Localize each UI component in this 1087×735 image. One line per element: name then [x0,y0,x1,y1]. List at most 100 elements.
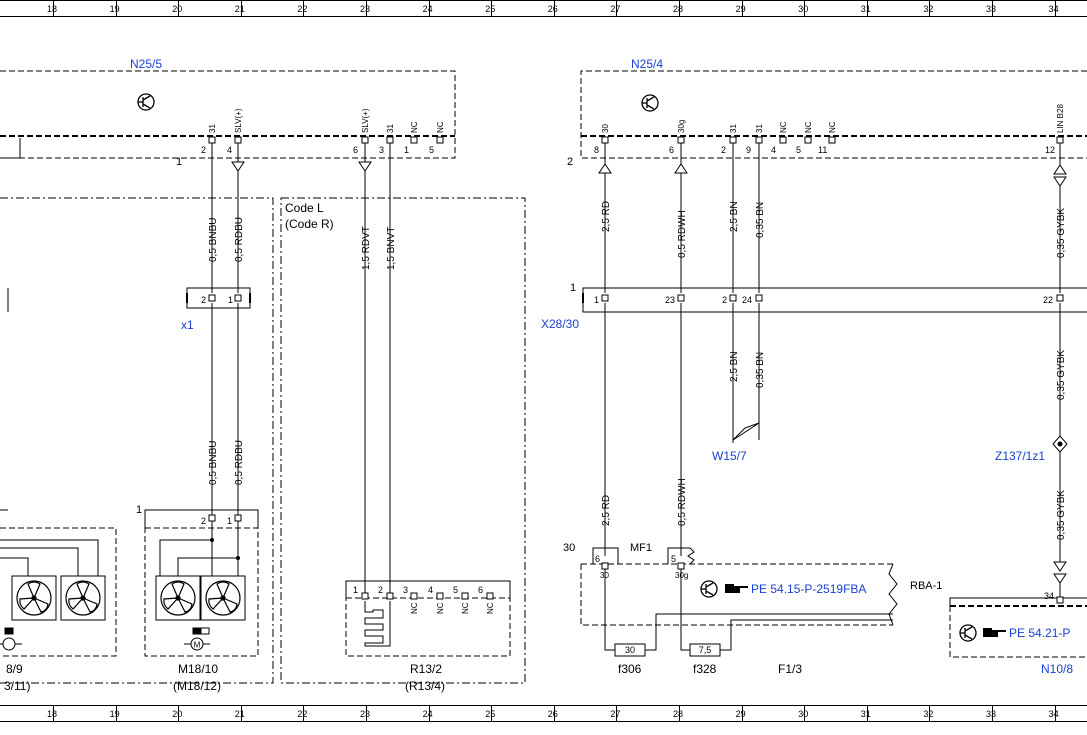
pin-label: LIN B28 [1056,104,1065,133]
ruler-column-label: 22 [297,4,307,14]
ruler-column-label: 31 [861,709,871,719]
z137-label: Z137/1z1 [995,449,1045,463]
ruler-column-label: 21 [235,4,245,14]
n25-5-pin-numbers: 2 4 6 3 1 5 [201,145,434,155]
rba1-label: RBA-1 [910,580,942,592]
pin-number: 6 [669,145,674,155]
pin-number: 5 [796,145,801,155]
pin-number: 23 [665,295,675,305]
wire-label: 0,5 RDBU [234,440,245,485]
wire-label: 1,5 RDVT [361,226,372,270]
pin-label: NC [436,602,445,614]
pin-label: SLV(+) [234,108,243,133]
ruler-column-label: 19 [110,709,120,719]
pin-label: 30g [675,571,688,580]
ruler-column-label: 18 [47,4,57,14]
w15-7-label: W15/7 [712,449,747,463]
motor-m18-9 [0,509,117,657]
f306-label: f306 [618,662,642,676]
ruler-column-label: 23 [360,4,370,14]
wire-label: 0,5 RDBU [234,217,245,262]
connector-x1 [7,287,251,312]
ruler-column-label: 26 [548,709,558,719]
ruler-column-label: 25 [485,4,495,14]
pin-number: 6 [353,145,358,155]
code-l-box [0,197,526,684]
fuse-rating: 7,5 [699,645,712,655]
n25-5-label: N25/5 [130,57,162,71]
f328-label: f328 [693,662,717,676]
ruler-column-label: 18 [47,709,57,719]
pin-number: 2 [722,295,727,305]
n25-4-label: N25/4 [631,57,663,71]
wire-label: 1,5 BNVT [386,227,397,270]
pin-number: 5 [429,145,434,155]
pin-number: 5 [453,585,458,595]
pin-number: 11 [818,145,827,155]
pin-label: NC [486,602,495,614]
motor-icon [0,627,22,651]
m18-10-label: M18/10 [178,662,218,676]
fuse-rating: 30 [625,645,635,655]
wire-label: 2,5 RD [601,495,612,526]
pin-label: 31 [729,124,738,133]
ruler-column-label: 30 [798,709,808,719]
pin-number: 34 [1044,591,1054,601]
wires-n25-5 [211,143,391,593]
pin-label: NC [410,121,419,133]
pin-number: 2 [721,145,726,155]
wire-label: 2,5 RD [601,201,612,232]
mf1-label: MF1 [630,542,652,554]
pin-label: NC [779,121,788,133]
pe-reference-link[interactable]: PE 54.15-P-2519FBA [751,582,866,596]
pin-number: 5 [671,554,676,564]
ruler-column-label: 28 [673,4,683,14]
module-n10-8 [949,597,1087,658]
pin-label: SLV(+) [361,108,370,133]
ruler-column-label: 29 [736,709,746,719]
pin-label: NC [804,121,813,133]
wire-labels-right: 2,5 RD 0,5 RDWH 2,5 BN 0,35 BN 0,35 GYBK… [601,201,1067,540]
n25-4-connector-num: 2 [567,156,573,168]
n25-5-pins [208,136,444,144]
n25-5-pin-labels: 31 SLV(+) SLV(+) 31 NC NC [208,108,445,133]
code-r-label: (Code R) [285,217,334,231]
wire-label: 2,5 BN [729,201,740,232]
pin-number: 2 [201,145,206,155]
n25-5-connector-num: 1 [176,156,182,168]
pin-label: 30 [601,124,610,133]
f1-3-label: F1/3 [778,662,802,676]
m18-11-label: 3/11) [4,679,30,693]
ruler-column-label: 22 [297,709,307,719]
code-l-label: Code L [285,201,324,215]
pin-number: 4 [771,145,776,155]
pin-number: 1 [594,295,599,305]
pointing-hand-icon [725,584,748,593]
wires-n25-4 [598,143,1067,598]
pin-number: 22 [1043,295,1053,305]
transistor-icon [641,94,659,112]
ruler-column-label: 29 [736,4,746,14]
transistor-icon [137,93,155,111]
pin-number: 3 [379,145,384,155]
ruler-column-label: 28 [673,709,683,719]
ruler-column-label: 25 [485,709,495,719]
fan-icon [205,580,241,616]
transistor-icon [959,624,977,642]
ruler-column-label: 32 [923,4,933,14]
ruler-column-label: 33 [986,4,996,14]
x28-30-pin-numbers: 1 23 2 24 22 [594,295,1053,305]
ruler-column-label: 26 [548,4,558,14]
pe-reference-link[interactable]: PE 54.21-P [1009,626,1070,640]
pin-number: 4 [227,145,232,155]
ruler-column-label: 21 [235,709,245,719]
pin-number: 9 [746,145,751,155]
m18-9-label: 8/9 [6,662,23,676]
r13-2-pin-numbers: 1 2 3 4 5 6 [353,585,483,595]
pin-label: NC [410,602,419,614]
ruler-column-label: 33 [986,709,996,719]
ruler-column-label: 24 [423,709,433,719]
